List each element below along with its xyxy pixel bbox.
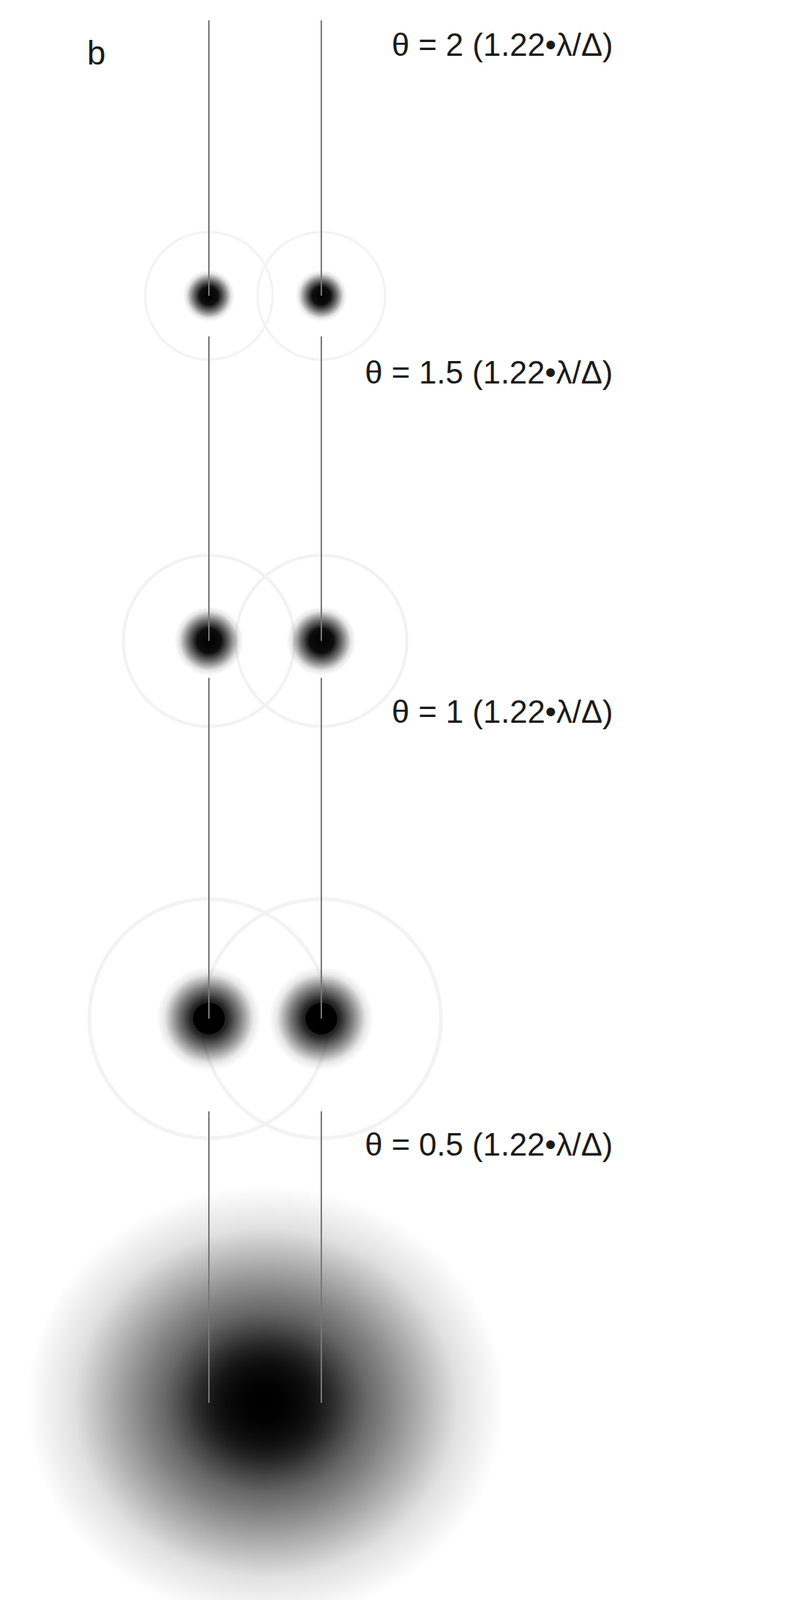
separation-label: θ = 1.5 (1.22•λ/Δ): [364, 355, 613, 391]
airy-pair-row-1: [145, 20, 386, 360]
separation-label: θ = 2 (1.22•λ/Δ): [391, 27, 613, 63]
panel-letter: b: [87, 34, 106, 72]
separation-label: θ = 0.5 (1.22•λ/Δ): [364, 1127, 613, 1163]
airy-pair-row-3: [89, 678, 442, 1139]
separation-label: θ = 1 (1.22•λ/Δ): [391, 694, 613, 730]
airy-pair-row-4: [26, 1111, 505, 1600]
airy-pair-row-2: [123, 336, 407, 727]
